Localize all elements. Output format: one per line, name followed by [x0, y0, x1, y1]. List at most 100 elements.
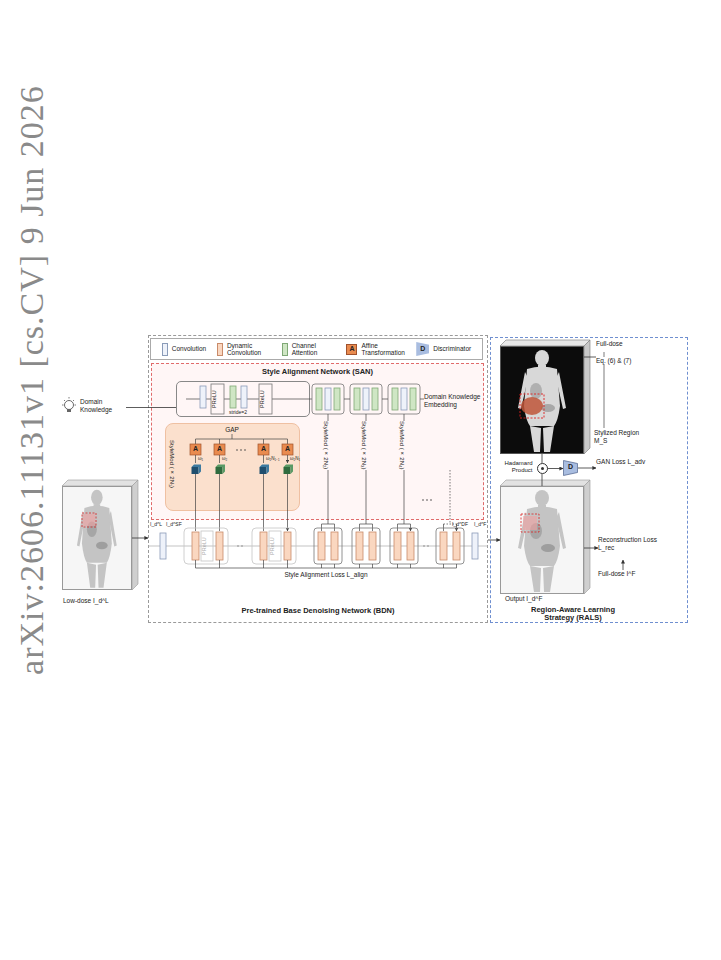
module-label: StyleMod (× 2N₄) — [398, 421, 405, 471]
legend-text: Discriminator — [433, 345, 471, 352]
target-label: Full-dose I^F — [598, 570, 648, 580]
connector-line — [126, 407, 176, 408]
node-text: Pre-trained Base Denoising Network (BDN) — [149, 606, 487, 615]
node-text: Reconstruction Loss L_rec — [598, 536, 660, 552]
affine-branches — [214, 444, 225, 455]
bdn-row — [201, 531, 213, 561]
ct-volumes — [523, 516, 537, 530]
ct-volumes — [83, 514, 95, 526]
node-text: GAN Loss L_adv — [596, 458, 646, 466]
node-text: GAP — [222, 426, 242, 434]
bdn-row — [269, 531, 281, 561]
embedding-blocks — [350, 384, 382, 414]
affine-branches — [236, 449, 238, 451]
affine-branches — [260, 465, 270, 475]
stylemod-panel: GAP StyleMod (× 2N₁) — [165, 423, 300, 511]
encoder-modules — [230, 386, 236, 408]
watermark: arXiv:2606.11131v1 [cs.CV] 9 Jun 2026 — [13, 50, 51, 710]
embedding-blocks — [363, 388, 369, 410]
connector-line — [578, 468, 596, 469]
product-operator: Hadamard Product — [537, 463, 548, 474]
discriminator-outline — [564, 461, 578, 476]
affine-branches — [284, 467, 291, 474]
target-label: Full-doseEq. (6) & (7) — [596, 340, 644, 368]
feature-label: I_d^F — [474, 521, 486, 527]
bdn-row — [423, 545, 425, 547]
stylemod-wires — [422, 499, 424, 501]
bdn-row — [331, 532, 338, 560]
bulb-icon — [62, 397, 76, 412]
weight-label: ω₂N₁ — [290, 456, 300, 461]
embedding-blocks — [401, 388, 407, 410]
annotation: Domain Knowledge Embedding — [424, 393, 482, 409]
ct-volumes — [82, 513, 96, 527]
legend-swatch: A — [346, 344, 357, 355]
stylemod-wires — [426, 499, 428, 501]
connector-line — [542, 454, 543, 463]
connector-line — [584, 548, 598, 549]
node-text: StyleMod (× 2N₁) — [168, 440, 175, 502]
affine-branches — [192, 465, 202, 475]
embedding-blocks — [392, 388, 398, 410]
connector-line — [132, 538, 148, 539]
connector-line — [488, 540, 500, 541]
embedding-blocks — [410, 388, 416, 410]
bulb-icon — [67, 409, 71, 412]
connector-line — [623, 560, 624, 570]
legend-item: Dynamic Convolution — [217, 342, 271, 357]
bulb-icon — [62, 397, 76, 405]
bdn-row — [314, 528, 342, 564]
bulb-icon — [65, 401, 74, 410]
bdn-row — [390, 528, 418, 564]
embedding-blocks — [312, 384, 344, 414]
legend-text: Affine Transformation — [361, 342, 405, 357]
bdn-row — [216, 532, 223, 560]
legend-swatch — [282, 343, 288, 356]
weight-label: ω₂N₁₋₁ — [266, 456, 280, 461]
legend-text: Dynamic Convolution — [227, 342, 271, 357]
legend-text: Convolution — [172, 345, 206, 352]
bdn-row — [427, 545, 429, 547]
node-text: D — [563, 463, 578, 471]
legend-swatch — [162, 343, 168, 356]
ct-volumes — [62, 480, 138, 486]
weight-label: ω₁ — [198, 456, 203, 461]
loss-label: GAN Loss L_adv — [596, 458, 646, 480]
node-text: Output I_d^F — [505, 595, 575, 603]
affine-branches — [258, 444, 269, 455]
legend-text: Channel Attention — [292, 342, 336, 357]
box-letter: A — [258, 445, 269, 453]
ct-volumes — [500, 340, 590, 346]
legend-item: D Discriminator — [416, 342, 471, 356]
bdn-row — [440, 532, 447, 560]
embedding-blocks — [334, 388, 340, 410]
node-text: Full-dose — [596, 340, 623, 348]
ct-volumes — [500, 480, 590, 486]
node-text: Hadamard Product — [501, 460, 533, 474]
bdn-row — [284, 532, 291, 560]
module-label: PReLU — [269, 532, 281, 560]
loss-label: Style Alignment Loss L_align — [246, 571, 406, 579]
bdn-row — [453, 532, 460, 560]
module-label: PReLU — [201, 532, 213, 560]
node-text: stride=2 — [229, 409, 247, 415]
node-text: PReLU — [259, 384, 272, 414]
legend-item: Channel Attention — [282, 342, 336, 357]
ct-volumes — [521, 397, 543, 415]
bdn-row — [252, 528, 296, 564]
loss-label: Reconstruction Loss L_rec — [598, 536, 660, 560]
affine-branches — [240, 449, 242, 451]
swatch-letter: D — [420, 345, 425, 353]
node-text: Eq. (6) & (7) — [596, 357, 631, 365]
feature-label: I_d^SF — [166, 521, 182, 527]
affine-branches — [216, 465, 226, 475]
node-text: Domain Knowledge — [80, 398, 126, 414]
connector-line — [548, 468, 564, 469]
box-letter: A — [282, 445, 293, 453]
embedding-blocks — [388, 384, 420, 414]
bdn-row — [472, 533, 478, 559]
bdn-row — [148, 528, 488, 568]
embedding-blocks — [325, 388, 331, 410]
node-text: Region-Aware Learning Strategy (RALS) — [519, 606, 627, 622]
